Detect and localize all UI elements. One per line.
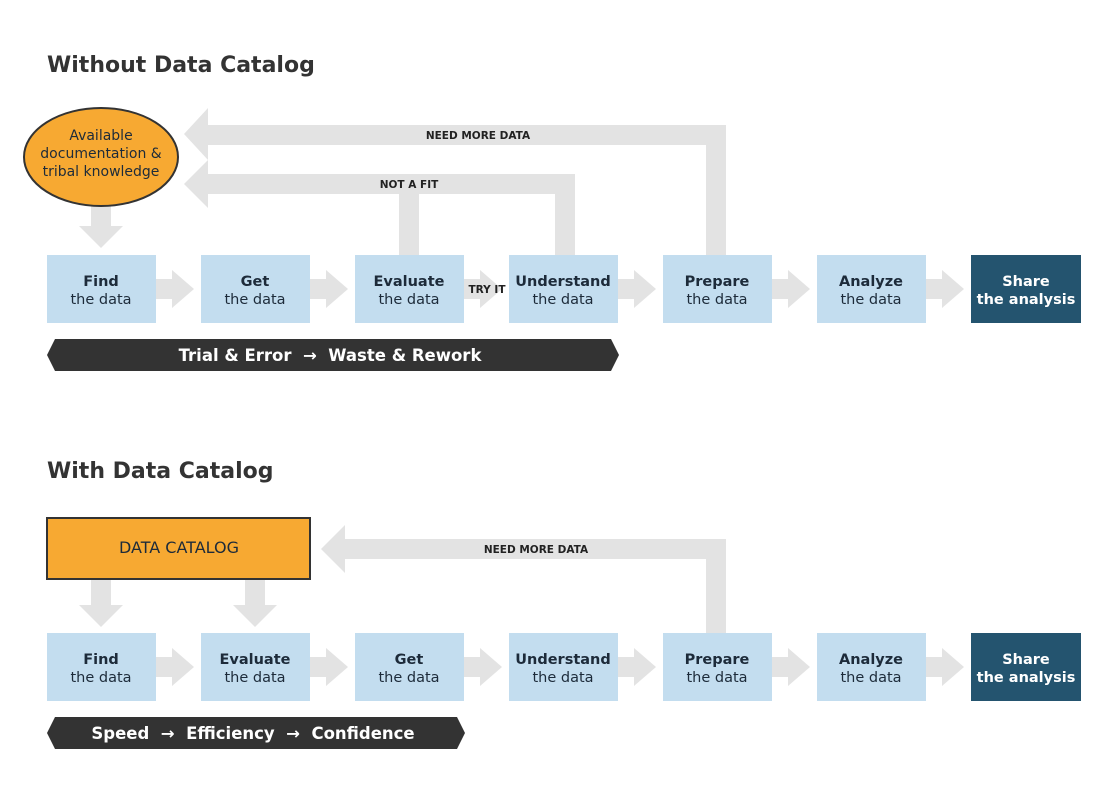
step-evaluate-sub: the data (378, 292, 439, 308)
step-find-sub: the data (70, 292, 131, 308)
not-a-fit-label: NOT A FIT (380, 179, 439, 191)
connector-arrow-2-4 (618, 648, 656, 686)
step-find-2-title: Find (83, 652, 119, 668)
step-prepare-2-sub: the data (686, 670, 747, 686)
step-get-2-sub: the data (378, 670, 439, 686)
step-prepare: Prepare the data (663, 255, 772, 323)
step-share-2-sub: the analysis (977, 670, 1076, 686)
data-catalog-label: DATA CATALOG (119, 538, 239, 557)
connector-arrow-5 (772, 270, 810, 308)
source-line-3: tribal knowledge (43, 164, 160, 180)
step-get-2-title: Get (395, 652, 424, 668)
section-title-with: With Data Catalog (47, 459, 274, 484)
step-get-sub: the data (224, 292, 285, 308)
step-find-2: Find the data (47, 633, 156, 701)
step-prepare-2-title: Prepare (685, 652, 750, 668)
outcome-banner-without (47, 339, 619, 371)
feedback-arrow-need-more-data (184, 108, 726, 255)
step-find: Find the data (47, 255, 156, 323)
need-more-data-label: NEED MORE DATA (426, 130, 531, 142)
step-share-2-title: Share (1002, 652, 1050, 668)
step-evaluate-2-title: Evaluate (220, 652, 291, 668)
outcome-banner-with (47, 717, 465, 749)
source-oval (23, 107, 179, 207)
step-evaluate-2-sub: the data (224, 670, 285, 686)
step-evaluate-2: Evaluate the data (201, 633, 310, 701)
need-more-data-label-2: NEED MORE DATA (484, 544, 589, 556)
connector-arrow-6 (926, 270, 964, 308)
step-understand-2: Understand the data (509, 633, 618, 701)
down-arrow-source-to-find (79, 205, 123, 248)
feedback-arrow-not-a-fit (184, 160, 575, 255)
step-understand-sub: the data (532, 292, 593, 308)
step-get-title: Get (241, 274, 270, 290)
step-analyze-title: Analyze (839, 274, 903, 290)
step-prepare-title: Prepare (685, 274, 750, 290)
step-share: Share the analysis (971, 255, 1081, 323)
step-share-sub: the analysis (977, 292, 1076, 308)
step-understand-title: Understand (515, 274, 611, 290)
outcome-banner-with-text: Speed → Efficiency → Confidence (91, 724, 414, 743)
try-it-label: TRY IT (468, 284, 506, 296)
down-arrow-catalog-to-evaluate (233, 579, 277, 627)
connector-arrow-2-2 (310, 648, 348, 686)
step-analyze-sub: the data (840, 292, 901, 308)
connector-arrow-4 (618, 270, 656, 308)
section-title-without: Without Data Catalog (47, 53, 315, 78)
step-evaluate: Evaluate the data (355, 255, 464, 323)
step-share-2: Share the analysis (971, 633, 1081, 701)
connector-arrow-2-6 (926, 648, 964, 686)
connector-arrow-2 (310, 270, 348, 308)
step-find-2-sub: the data (70, 670, 131, 686)
step-evaluate-title: Evaluate (374, 274, 445, 290)
step-analyze-2-sub: the data (840, 670, 901, 686)
connector-arrow-2-5 (772, 648, 810, 686)
step-get: Get the data (201, 255, 310, 323)
step-find-title: Find (83, 274, 119, 290)
connector-arrow-3 (464, 270, 502, 308)
step-analyze-2-title: Analyze (839, 652, 903, 668)
step-understand: Understand the data (509, 255, 618, 323)
data-catalog-box (46, 517, 311, 580)
step-understand-2-sub: the data (532, 670, 593, 686)
connector-arrow-2-3 (464, 648, 502, 686)
step-prepare-2: Prepare the data (663, 633, 772, 701)
step-prepare-sub: the data (686, 292, 747, 308)
down-arrow-catalog-to-find (79, 579, 123, 627)
connector-arrow-1 (156, 270, 194, 308)
source-line-2: documentation & (40, 146, 161, 162)
step-share-title: Share (1002, 274, 1050, 290)
step-understand-2-title: Understand (515, 652, 611, 668)
step-get-2: Get the data (355, 633, 464, 701)
outcome-banner-without-text: Trial & Error → Waste & Rework (179, 346, 483, 365)
source-line-1: Available (69, 128, 132, 144)
feedback-arrow-need-more-data-2 (321, 525, 726, 633)
step-analyze-2: Analyze the data (817, 633, 926, 701)
step-analyze: Analyze the data (817, 255, 926, 323)
connector-arrow-2-1 (156, 648, 194, 686)
